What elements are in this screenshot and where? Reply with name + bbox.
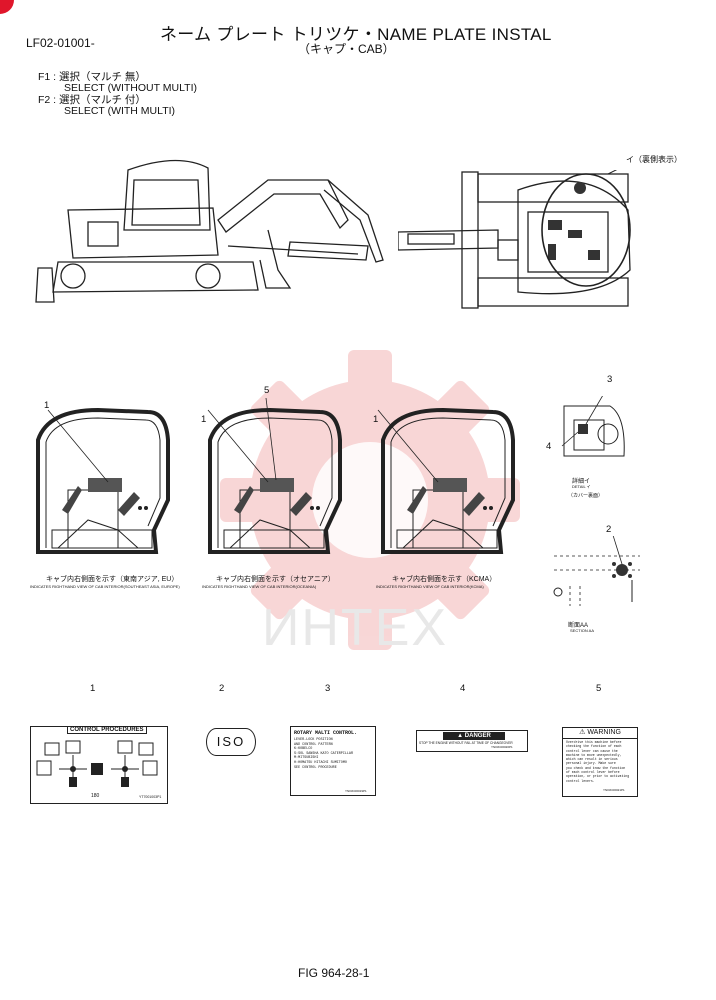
excavator-side-view [35, 159, 384, 303]
figure-number: FIG 964-28-1 [298, 966, 370, 980]
plate3-line: SEE CONTROL PROCEDURE [294, 765, 337, 770]
option-f2: F2 : 選択（マルチ 付） SELECT (WITH MULTI) [38, 95, 175, 117]
detail-view [561, 396, 625, 457]
plate1-callout: 1 [90, 683, 96, 694]
danger-header: ▲ DANGER [443, 732, 505, 740]
cab1-caption-en: INDICATES RIGHTHAND VIEW OF CAB INTERIOR… [30, 584, 180, 589]
plate3-part: YN03C00019P1 [345, 789, 367, 793]
control-procedures-plate: CONTROL PROCEDURES 180 YT7001003P1 [30, 726, 168, 804]
plate2-callout: 2 [219, 683, 225, 694]
plate4-part: YN03C00020P1 [491, 745, 513, 749]
option-f2-key: F2 : [38, 94, 57, 106]
rotary-multi-control-plate: ROTARY MALTI CONTROL. LEVER-LOCK POSITIO… [290, 726, 376, 796]
plate5-line: of each control lever before [566, 770, 620, 775]
plate5-line: Overdrive this machine before [566, 740, 622, 744]
watermark-text: ИНТЕХ [262, 599, 449, 657]
detail-label: 詳細イ [572, 479, 591, 485]
cab3-caption-en: INDICATES RIGHTHAND VIEW OF CAB INTERIOR… [376, 584, 484, 589]
section-label-en: SECTION AA [570, 628, 595, 633]
section-label: 断面AA [568, 623, 589, 629]
warning-triangle-icon: ⚠ [579, 729, 586, 736]
plate4-text: STOP THE ENGINE WITHOUT FAIL AT TIME OF … [419, 741, 513, 745]
plate5-line: control lever can cause the [566, 748, 618, 753]
plate3-line: S:SOL SANSHA KATO CATERPILLAR [294, 751, 354, 756]
plate3-line: H:HOMATSU HITACHI SUMITOMO [294, 760, 347, 765]
warning-header: ⚠ WARNING [563, 728, 637, 739]
plate3-line: AND CONTROL PATTERN [294, 742, 333, 747]
cab2-caption: キャブ内右側面を示す（オセアニア） [216, 576, 335, 583]
plate3-line: K:KOBELCO [294, 747, 313, 752]
cab3-caption: キャブ内右側面を示す（KCMA） [392, 576, 497, 583]
watermark-gear-icon [220, 350, 520, 650]
plate5-lines: Overdrive this machine before checking t… [563, 739, 637, 784]
plate5-line: machine to move unexpectedly, [566, 752, 622, 757]
warning-triangle-icon: ▲ [457, 733, 464, 739]
cab-interior-views [36, 397, 515, 554]
plate5-line: which can result in serious [566, 757, 618, 762]
plate3-title: ROTARY MALTI CONTROL. [294, 730, 358, 736]
plate5-callout: 5 [596, 683, 602, 694]
option-f1-en: SELECT (WITHOUT MULTI) [64, 82, 198, 94]
option-f1-key: F1 : [38, 71, 57, 83]
plate4-title: DANGER [464, 733, 491, 739]
cab1-callout: 1 [44, 400, 50, 411]
plate4-callout: 4 [460, 683, 466, 694]
option-f2-en: SELECT (WITH MULTI) [64, 105, 176, 117]
detail-callout-3: 3 [607, 374, 613, 385]
cab2-callout-5: 5 [264, 385, 270, 396]
detail-label-en: DETAIL イ [572, 484, 591, 489]
cab2-callout: 1 [201, 414, 207, 425]
plate1-title: CONTROL PROCEDURES [67, 726, 147, 734]
section-view [553, 536, 640, 606]
cab1-caption: キャブ内右側面を示す（東南アジア, EU） [46, 576, 179, 583]
plate5-line: checking the function of each [566, 744, 622, 749]
page-subtitle: （キャプ・CAB） [298, 42, 395, 56]
top-view-note: イ（裏側表示） [626, 155, 682, 164]
drawing-code: LF02-01001- [26, 36, 95, 50]
warning-plate: ⚠ WARNING Overdrive this machine before … [562, 727, 638, 797]
excavator-top-view [398, 170, 631, 309]
detail-note: （カバー裏面） [568, 493, 604, 499]
plate5-part: YN03C00021P1 [603, 788, 625, 792]
plate1-part: YT7001003P1 [139, 795, 162, 799]
plate5-line: personal injury. Make sure [566, 761, 616, 766]
plate3-line: LEVER-LOCK POSITION [294, 738, 333, 742]
page-title: ネーム プレート トリツケ・NAME PLATE INSTAL [160, 25, 552, 44]
plate5-line: control levers. [566, 778, 595, 783]
corner-badge [0, 0, 14, 14]
danger-plate: ▲ DANGER STOP THE ENGINE WITHOUT FAIL AT… [416, 730, 528, 752]
plate3-line: M:MITSUBISHI [294, 756, 319, 761]
detail-callout-4: 4 [546, 441, 552, 452]
plate3-callout: 3 [325, 683, 331, 694]
cab3-callout: 1 [373, 414, 379, 425]
cab2-caption-en: INDICATES RIGHTHAND VIEW OF CAB INTERIOR… [202, 584, 317, 589]
option-f2-jp: 選択（マルチ 付） [59, 94, 146, 106]
control-pattern-diagram [36, 740, 158, 787]
plate5-title: WARNING [587, 729, 621, 736]
plate5-line: operation, or prior to activating [566, 774, 630, 779]
iso-plate: ISO [206, 728, 256, 756]
plate1-footer: 180 [91, 793, 100, 799]
option-f1: F1 : 選択（マルチ 無） SELECT (WITHOUT MULTI) [38, 72, 197, 94]
option-f1-jp: 選択（マルチ 無） [59, 71, 146, 83]
plate3-lines: LEVER-LOCK POSITION AND CONTROL PATTERN … [294, 738, 372, 770]
section-callout-2: 2 [606, 524, 612, 535]
plate5-line: you check and know the function [566, 765, 626, 770]
